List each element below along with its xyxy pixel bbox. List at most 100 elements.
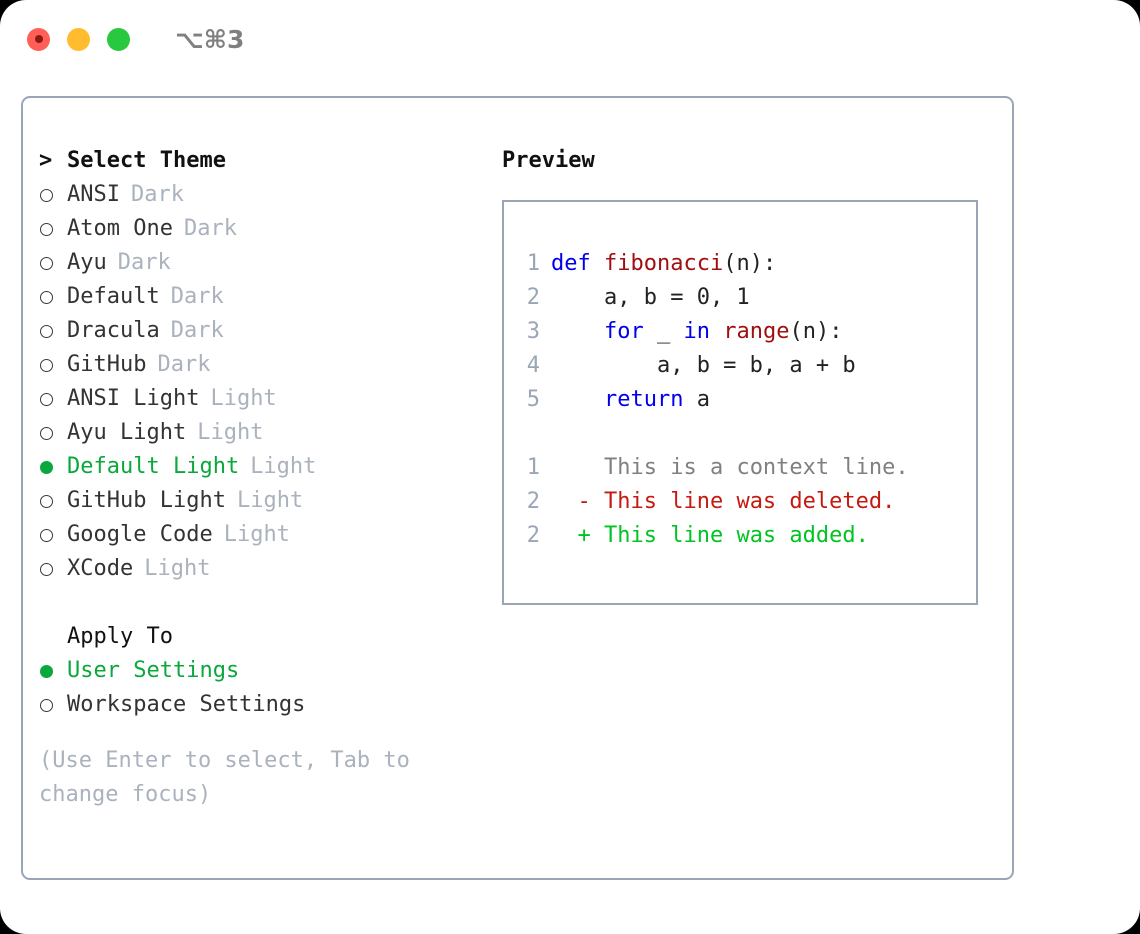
- prompt-caret-icon: >: [39, 148, 53, 173]
- code-token: for: [603, 319, 644, 344]
- window-title-shortcut: ⌥⌘3: [175, 24, 245, 54]
- list-spacer: [39, 586, 469, 620]
- theme-variant-badge: Light: [210, 386, 277, 411]
- code-token: [551, 319, 604, 344]
- code-line: 3 for _ in range(n):: [514, 315, 970, 349]
- code-text: a, b = 0, 1: [551, 281, 750, 315]
- radio-unselected-icon: [40, 290, 53, 304]
- code-token: [710, 319, 723, 344]
- radio-unselected-icon: [40, 698, 53, 712]
- close-button[interactable]: [27, 27, 50, 51]
- code-line: 2 a, b = 0, 1: [514, 281, 970, 315]
- diff-sign: +: [551, 523, 591, 548]
- diff-line: 2 + This line was added.: [514, 519, 970, 553]
- radio-unselected-icon: [40, 392, 53, 406]
- code-text: def fibonacci(n):: [551, 247, 776, 281]
- theme-variant-badge: Dark: [117, 250, 171, 275]
- radio-marker: [39, 416, 67, 450]
- theme-name: Default Light: [67, 454, 240, 479]
- theme-variant-badge: Light: [223, 522, 290, 547]
- theme-list-item[interactable]: Ayu Dark: [39, 246, 469, 280]
- theme-variant-badge: Dark: [183, 216, 237, 241]
- radio-marker: [39, 178, 67, 212]
- code-token: [551, 387, 604, 412]
- radio-unselected-icon: [40, 562, 53, 576]
- radio-marker: [39, 688, 67, 722]
- radio-marker: [39, 518, 67, 552]
- code-token: a, b = 0, 1: [551, 285, 750, 310]
- code-token: _: [643, 319, 684, 344]
- radio-unselected-icon: [40, 188, 53, 202]
- radio-marker: [39, 382, 67, 416]
- radio-marker: [39, 654, 67, 688]
- theme-list-item[interactable]: GitHub Dark: [39, 348, 469, 382]
- theme-list-item[interactable]: Atom One Dark: [39, 212, 469, 246]
- radio-marker: [39, 484, 67, 518]
- minimize-button[interactable]: [67, 27, 90, 51]
- diff-line: 2 - This line was deleted.: [514, 485, 970, 519]
- maximize-button[interactable]: [107, 27, 130, 51]
- theme-list-item[interactable]: Default Light Light: [39, 450, 469, 484]
- code-line: 5 return a: [514, 383, 970, 417]
- code-token: (n):: [789, 319, 843, 344]
- radio-unselected-icon: [40, 222, 53, 236]
- radio-unselected-icon: [40, 358, 53, 372]
- theme-variant-badge: Dark: [157, 352, 211, 377]
- diff-sign: -: [551, 489, 591, 514]
- line-number: 4: [526, 353, 540, 378]
- theme-variant-badge: Light: [197, 420, 264, 445]
- theme-name: Dracula: [67, 318, 160, 343]
- select-theme-header-label: Select Theme: [67, 148, 226, 173]
- apply-to-option-label: User Settings: [67, 658, 240, 683]
- radio-marker: [39, 348, 67, 382]
- theme-variant-badge: Dark: [130, 182, 184, 207]
- code-blank-line: [514, 417, 970, 451]
- theme-list-item[interactable]: Dracula Dark: [39, 314, 469, 348]
- theme-name: XCode: [67, 556, 134, 581]
- code-token: def: [551, 251, 604, 276]
- diff-text: This line was deleted.: [590, 489, 896, 514]
- theme-name: ANSI Light: [67, 386, 200, 411]
- apply-to-option-label: Workspace Settings: [67, 692, 306, 717]
- code-line: 1 def fibonacci(n):: [514, 247, 970, 281]
- apply-to-option[interactable]: User Settings: [39, 654, 469, 688]
- line-number: 2: [526, 285, 540, 310]
- code-text: return a: [551, 383, 710, 417]
- apply-to-option[interactable]: Workspace Settings: [39, 688, 469, 722]
- apply-to-header: Apply To: [67, 624, 173, 649]
- theme-name: Ayu: [67, 250, 107, 275]
- preview-title: Preview: [502, 148, 595, 173]
- line-number: 1: [526, 455, 540, 480]
- theme-list-item[interactable]: ANSI Light Light: [39, 382, 469, 416]
- code-token: return: [603, 387, 684, 412]
- code-token: (n):: [723, 251, 777, 276]
- radio-unselected-icon: [40, 494, 53, 508]
- theme-variant-badge: Light: [250, 454, 317, 479]
- radio-unselected-icon: [40, 256, 53, 270]
- theme-name: Google Code: [67, 522, 213, 547]
- theme-name: Atom One: [67, 216, 173, 241]
- theme-list-item[interactable]: Ayu Light Light: [39, 416, 469, 450]
- line-number: 5: [526, 387, 540, 412]
- line-number: 1: [526, 251, 540, 276]
- theme-variant-badge: Dark: [170, 318, 224, 343]
- theme-name: Ayu Light: [67, 420, 187, 445]
- keyboard-hint: (Use Enter to select, Tab to change focu…: [39, 748, 424, 807]
- theme-list-item[interactable]: Google Code Light: [39, 518, 469, 552]
- radio-marker: [39, 280, 67, 314]
- theme-name: GitHub: [67, 352, 147, 377]
- code-token: fibonacci: [603, 251, 724, 276]
- radio-unselected-icon: [40, 528, 53, 542]
